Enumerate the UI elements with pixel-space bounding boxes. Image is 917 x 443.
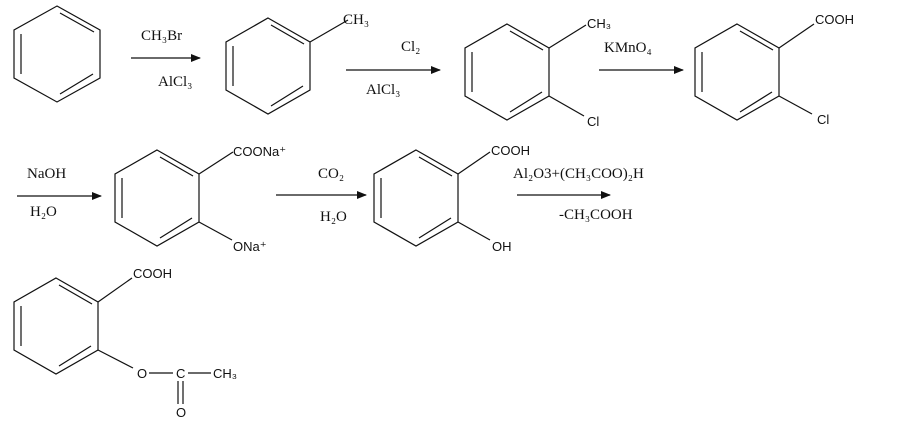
reagent-below-2: AlCl₃ [366, 82, 400, 98]
chlorobenzoic-chlorine-label: Cl [817, 112, 829, 127]
salicylic-hydroxyl-label: OH [492, 239, 512, 254]
reagent-below-1: AlCl₃ [158, 74, 192, 90]
reaction-arrow-2: Cl₂ AlCl₃ [346, 39, 441, 98]
ester-oxygen-bond [97, 349, 134, 369]
carboxylate-bond [198, 151, 234, 175]
reagent-above-5: CO₂ [318, 166, 344, 182]
salicylic-carboxyl-label: COOH [491, 143, 530, 158]
aspirin-ester-oxygen-label: O [137, 366, 147, 381]
salicylic-acid-molecule: COOH OH [373, 143, 530, 254]
aspirin-methyl-label: CH₃ [213, 366, 237, 381]
chlorine-bond [778, 95, 813, 115]
aspirin-molecule: COOH O C CH₃ O [13, 266, 237, 420]
chlorobenzoic-carboxyl-label: COOH [815, 12, 854, 27]
hydroxyl-bond [457, 221, 491, 241]
toluene-methyl-label: CH₃ [343, 12, 369, 28]
reaction-arrow-4: NaOH H₂O [17, 166, 102, 220]
toluene-molecule: CH₃ [225, 12, 369, 115]
chlorotoluene-methyl-label: CH₃ [587, 16, 611, 31]
reagent-above-6: Al₂O3+(CH₃COO)₂H [513, 166, 644, 182]
chlorobenzoic-acid-molecule: COOH Cl [694, 12, 854, 127]
reaction-arrow-5: CO₂ H₂O [276, 166, 367, 225]
carboxyl-bond [97, 277, 133, 303]
aspirin-carbon-label: C [176, 366, 185, 381]
reagent-above-2: Cl₂ [401, 39, 420, 55]
methyl-bond [548, 24, 587, 49]
sodium-salt-molecule: COONa⁺ ONa⁺ [114, 144, 286, 254]
reaction-arrow-1: CH₃Br AlCl₃ [131, 28, 201, 90]
reaction-arrow-3: KMnO₄ [599, 40, 684, 74]
chlorotoluene-chlorine-label: Cl [587, 114, 599, 129]
sodium-salt-carboxylate-label: COONa⁺ [233, 144, 286, 159]
reagent-below-4: H₂O [30, 204, 57, 220]
benzene-molecule [13, 5, 101, 103]
reagent-above-3: KMnO₄ [604, 40, 652, 56]
reagent-below-5: H₂O [320, 209, 347, 225]
reagent-above-1: CH₃Br [141, 28, 182, 44]
carboxyl-bond [778, 23, 815, 49]
reaction-arrow-6: Al₂O3+(CH₃COO)₂H -CH₃COOH [513, 166, 644, 223]
reagent-above-4: NaOH [27, 166, 66, 182]
sodium-salt-oxide-label: ONa⁺ [233, 239, 267, 254]
chlorotoluene-molecule: CH₃ Cl [464, 16, 611, 129]
oxide-bond [198, 221, 233, 241]
aspirin-carboxyl-label: COOH [133, 266, 172, 281]
reagent-below-6: -CH₃COOH [559, 207, 633, 223]
methyl-bond [309, 19, 349, 43]
aspirin-carbonyl-oxygen-label: O [176, 405, 186, 420]
carboxyl-bond [457, 151, 491, 175]
chlorine-bond [548, 95, 585, 117]
